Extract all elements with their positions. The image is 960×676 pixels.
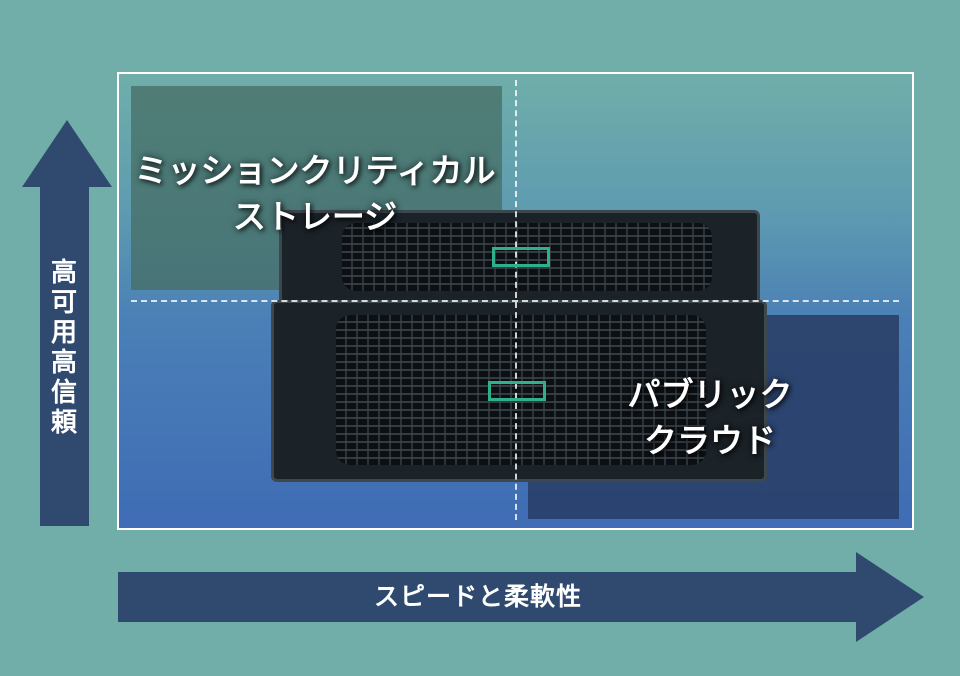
hpe-logo	[492, 247, 550, 267]
x-axis-label: スピードと柔軟性	[373, 582, 582, 611]
label-line: パブリック	[627, 375, 793, 414]
x-axis-arrow	[118, 552, 924, 642]
horizontal-divider	[131, 300, 899, 302]
label-line: ストレージ	[232, 197, 398, 236]
quadrant-label-public-cloud: パブリック クラウド	[600, 372, 820, 464]
y-axis-arrow	[22, 120, 112, 526]
label-line: ミッションクリティカル	[134, 151, 496, 190]
y-axis-label: 高可用高信頼	[50, 258, 77, 438]
server-lower	[271, 300, 767, 482]
label-line: クラウド	[644, 421, 776, 460]
hpe-logo	[488, 381, 546, 401]
quadrant-frame	[117, 72, 914, 530]
server-upper	[279, 210, 760, 308]
quadrant-label-mission-critical: ミッションクリティカル ストレージ	[120, 148, 510, 240]
